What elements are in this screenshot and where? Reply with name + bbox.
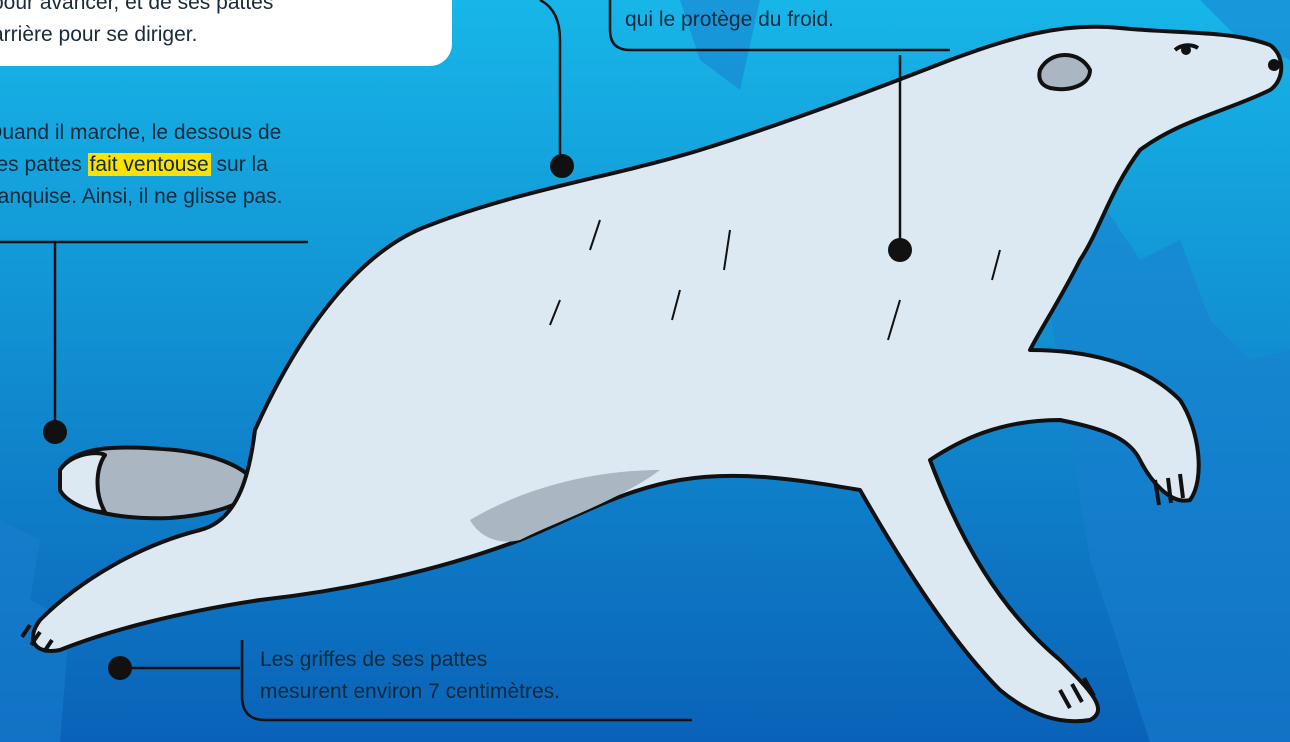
caption-suction-before: ses pattes xyxy=(0,153,82,176)
caption-suction-highlight: fait ventouse xyxy=(88,153,211,176)
caption-top-center: qui le protège du froid. xyxy=(625,5,834,35)
caption-top-left-line2: arrière pour se diriger. xyxy=(0,20,197,50)
caption-claws-line2: mesurent environ 7 centimètres. xyxy=(260,677,560,707)
caption-suction-line1: Quand il marche, le dessous de xyxy=(0,118,281,148)
caption-claws-line1: Les griffes de ses pattes xyxy=(260,645,487,675)
caption-top-left-line1: pour avancer, et de ses pattes xyxy=(0,0,273,18)
caption-suction-line3: banquise. Ainsi, il ne glisse pas. xyxy=(0,182,283,212)
caption-suction-after: sur la xyxy=(217,153,268,176)
caption-suction-line2: ses pattes fait ventouse sur la xyxy=(0,150,268,180)
